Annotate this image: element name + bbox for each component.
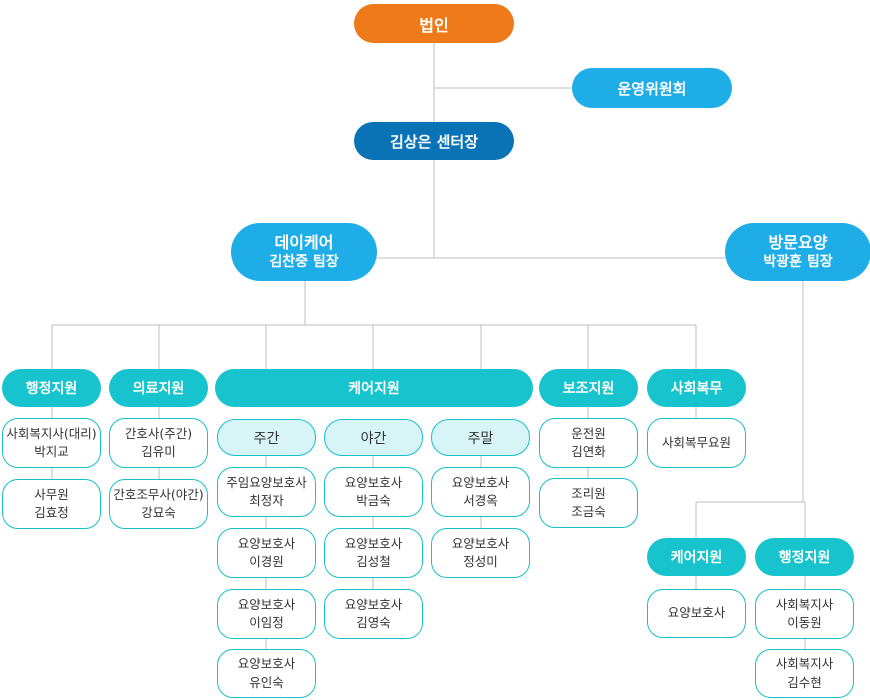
staff-name: 최정자 <box>249 493 284 508</box>
team-visit: 방문요양 박광훈 팀장 <box>725 223 870 281</box>
staff-card: 주임요양보호사 최정자 <box>217 467 316 517</box>
staff-role: 사무원 <box>34 486 69 502</box>
staff-role: 요양보호사 <box>667 605 726 621</box>
staff-card: 요양보호사 이경원 <box>217 528 316 578</box>
staff-role: 운전원 <box>571 425 606 441</box>
staff-card: 요양보호사 서경옥 <box>431 467 530 517</box>
staff-name: 강묘숙 <box>141 505 176 520</box>
team-daycare-leader: 김찬중 팀장 <box>269 254 339 271</box>
visit-dept-care: 케어지원 <box>647 538 746 576</box>
staff-role: 조리원 <box>571 485 606 501</box>
committee-node: 운영위원회 <box>572 68 732 108</box>
staff-card: 간호조무사(야간) 강묘숙 <box>109 479 208 529</box>
staff-card: 요양보호사 박금숙 <box>324 467 423 517</box>
director-node: 김상은 센터장 <box>354 122 514 160</box>
staff-name: 이임정 <box>249 615 284 630</box>
dept-medical: 의료지원 <box>109 369 208 407</box>
staff-card: 요양보호사 이임정 <box>217 589 316 639</box>
staff-card: 요양보호사 <box>647 589 746 638</box>
staff-name: 김영숙 <box>356 615 391 630</box>
staff-name: 정성미 <box>463 554 498 569</box>
staff-role: 요양보호사 <box>237 596 296 612</box>
staff-name: 김유미 <box>141 444 176 459</box>
staff-name: 유인숙 <box>249 674 284 690</box>
team-visit-name: 방문요양 <box>768 232 828 252</box>
shift-day: 주간 <box>217 419 316 456</box>
staff-role: 요양보호사 <box>451 474 510 490</box>
staff-role: 사회복지사(대리) <box>6 425 97 441</box>
staff-card: 조리원 조금숙 <box>539 478 638 528</box>
staff-card: 운전원 김연화 <box>539 418 638 468</box>
staff-role: 요양보호사 <box>344 535 403 551</box>
staff-card: 사회복지사(대리) 박지교 <box>2 418 101 468</box>
staff-role: 요양보호사 <box>344 474 403 490</box>
staff-name: 조금숙 <box>571 504 606 519</box>
staff-role: 요양보호사 <box>237 535 296 551</box>
staff-name: 박금숙 <box>356 493 391 508</box>
staff-name: 서경옥 <box>463 493 498 508</box>
shift-night: 야간 <box>324 419 423 456</box>
team-daycare: 데이케어 김찬중 팀장 <box>231 223 377 281</box>
staff-card: 요양보호사 유인숙 <box>217 649 316 698</box>
staff-role: 요양보호사 <box>237 656 296 672</box>
staff-name: 박지교 <box>34 444 69 459</box>
staff-card: 요양보호사 김성철 <box>324 528 423 578</box>
team-daycare-name: 데이케어 <box>274 232 334 252</box>
staff-role: 요양보호사 <box>344 596 403 612</box>
staff-role: 사회복지사 <box>775 596 834 612</box>
staff-role: 사회복지사 <box>775 656 834 672</box>
staff-card: 사회복지사 김수현 <box>755 649 854 698</box>
staff-card: 요양보호사 정성미 <box>431 528 530 578</box>
staff-role: 간호조무사(야간) <box>113 486 204 502</box>
staff-card: 사회복무요원 <box>647 418 746 468</box>
staff-name: 이동원 <box>787 615 822 630</box>
shift-weekend: 주말 <box>431 419 530 456</box>
staff-name: 김수현 <box>787 674 822 690</box>
staff-name: 김성철 <box>356 554 391 569</box>
staff-role: 주임요양보호사 <box>226 474 307 490</box>
visit-dept-admin: 행정지원 <box>755 538 854 576</box>
staff-card: 사무원 김효정 <box>2 479 101 529</box>
staff-name: 김효정 <box>34 505 69 520</box>
staff-card: 간호사(주간) 김유미 <box>109 418 208 468</box>
staff-role: 요양보호사 <box>451 535 510 551</box>
corp-node: 법인 <box>354 4 514 43</box>
staff-card: 사회복지사 이동원 <box>755 589 854 639</box>
team-visit-leader: 박광훈 팀장 <box>763 254 833 271</box>
staff-name: 이경원 <box>249 554 284 569</box>
staff-card: 요양보호사 김영숙 <box>324 589 423 639</box>
dept-care: 케어지원 <box>215 369 533 407</box>
staff-role: 사회복무요원 <box>661 434 731 450</box>
dept-admin: 행정지원 <box>2 369 101 407</box>
staff-role: 간호사(주간) <box>124 425 193 441</box>
dept-assist: 보조지원 <box>539 369 638 407</box>
staff-name: 김연화 <box>571 444 606 459</box>
dept-social: 사회복무 <box>647 369 746 407</box>
